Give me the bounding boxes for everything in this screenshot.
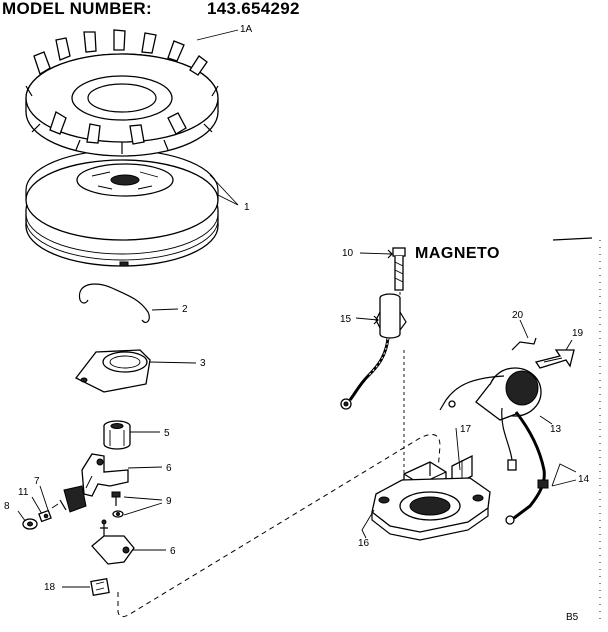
callout-label: 2 [182,304,188,315]
model-number: 143.654292 [207,0,300,18]
callout-label: 9 [166,496,172,507]
coil-part [439,367,542,471]
callout-label: 14 [578,474,590,485]
screw-10-part [392,247,406,291]
callout-label: 8 [4,501,10,512]
terminal-block-part [90,577,110,597]
magneto-base-part [371,477,491,541]
wire-20-part [511,337,537,351]
clip-part [78,283,150,324]
lead-part [505,411,549,525]
sleeve-part [103,420,131,450]
page-code: B5 [566,612,579,623]
flywheel-part [25,149,219,267]
callout-label: 13 [550,424,562,435]
callout-label: 3 [200,358,206,369]
fan-part [25,29,219,157]
callout-label: 19 [572,328,584,339]
screw-part [111,491,124,518]
callout-labels: 1A 1 2 3 5 6 7 11 8 9 6 18 10 15 20 19 1… [4,24,590,593]
callout-label: 17 [460,424,472,435]
callout-label: 20 [512,310,524,321]
condenser-part [340,293,407,410]
breaker-arm-part [81,453,129,497]
air-vane-part [75,349,151,393]
clip-19-part [534,349,575,369]
callout-label: 7 [34,476,40,487]
callout-label: 5 [164,428,170,439]
callout-label: 18 [44,582,56,593]
callout-label: 15 [340,314,352,325]
callout-label: 6 [166,463,172,474]
callout-label: 6 [170,546,176,557]
callout-label: 10 [342,248,354,259]
bracket-part [91,519,135,565]
callout-label: 1 [244,202,250,213]
callout-label: 16 [358,538,370,549]
callout-label: 1A [240,24,253,35]
contact-point-part [22,485,87,530]
callout-label: 11 [18,487,29,498]
section-heading: MAGNETO [415,245,500,262]
model-label: MODEL NUMBER: [2,0,152,18]
